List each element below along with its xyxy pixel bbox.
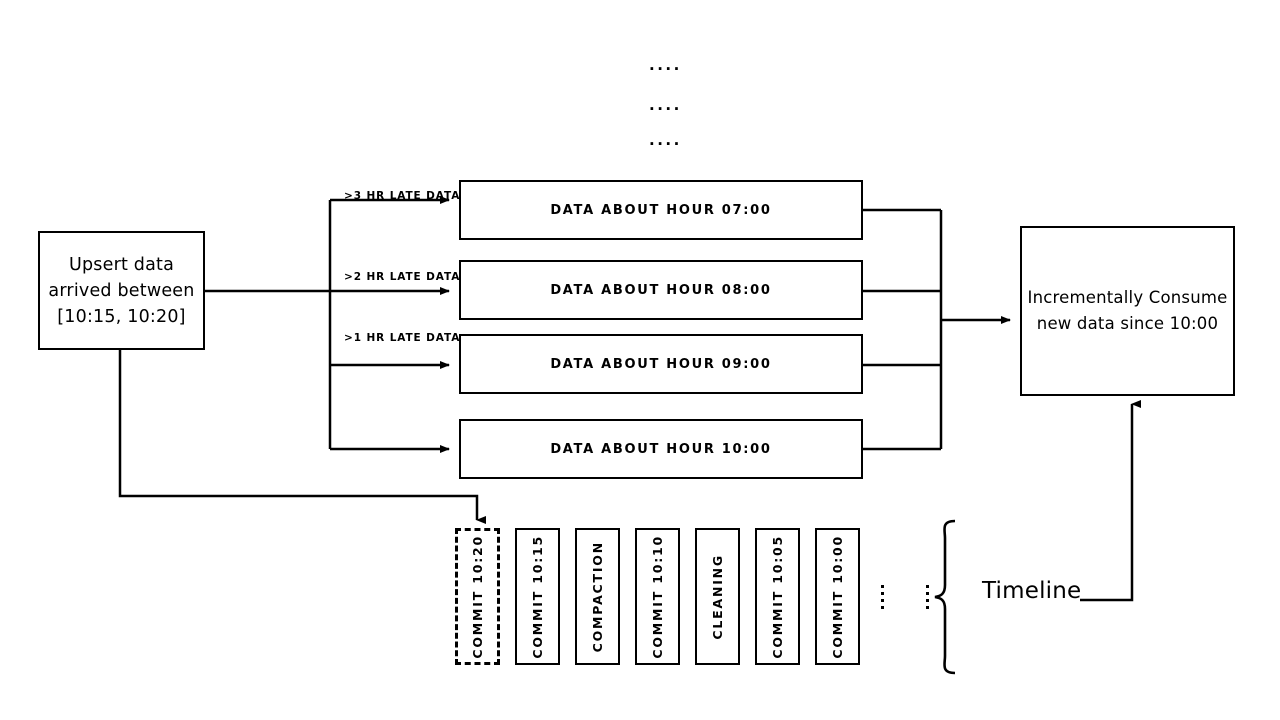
data-box-label: DATA ABOUT HOUR 08:00 bbox=[550, 282, 772, 298]
data-box-hour-10[interactable]: DATA ABOUT HOUR 10:00 bbox=[459, 419, 863, 479]
dot bbox=[881, 599, 884, 602]
commit-box-label: COMMIT 10:20 bbox=[470, 534, 485, 659]
timeline-label: Timeline bbox=[982, 578, 1082, 604]
ellipsis-dots-row-0: .... bbox=[649, 56, 682, 74]
dot bbox=[926, 585, 929, 588]
data-box-hour-08[interactable]: DATA ABOUT HOUR 08:00 bbox=[459, 260, 863, 320]
data-box-label: DATA ABOUT HOUR 09:00 bbox=[550, 356, 772, 372]
timeline-brace bbox=[934, 519, 956, 675]
dot bbox=[926, 592, 929, 595]
timeline-compaction[interactable]: COMPACTION bbox=[575, 528, 620, 665]
arrow-label-2hr-late: >2 HR LATE DATA bbox=[344, 271, 461, 283]
ellipsis-dots-row-1: .... bbox=[649, 96, 682, 114]
commit-box-label: COMMIT 10:10 bbox=[650, 534, 665, 659]
commit-box-label: COMMIT 10:05 bbox=[770, 534, 785, 659]
dot bbox=[926, 599, 929, 602]
commit-box-label: CLEANING bbox=[710, 553, 725, 640]
edge-source-to-new-commit bbox=[118, 350, 486, 524]
ellipsis-dots-row-2: .... bbox=[649, 131, 682, 149]
commit-box-label: COMMIT 10:15 bbox=[530, 534, 545, 659]
timeline-ellipsis-2 bbox=[926, 585, 929, 609]
data-box-hour-09[interactable]: DATA ABOUT HOUR 09:00 bbox=[459, 334, 863, 394]
consume-line-0: Incrementally Consume bbox=[1027, 288, 1228, 307]
timeline-commit-10-20[interactable]: COMMIT 10:20 bbox=[455, 528, 500, 665]
timeline-cleaning[interactable]: CLEANING bbox=[695, 528, 740, 665]
timeline-ellipsis-1 bbox=[881, 585, 884, 609]
timeline-commit-10-00[interactable]: COMMIT 10:00 bbox=[815, 528, 860, 665]
dot bbox=[881, 606, 884, 609]
dot bbox=[881, 585, 884, 588]
upsert-source-box[interactable]: Upsert data arrived between [10:15, 10:2… bbox=[38, 231, 205, 350]
data-box-label: DATA ABOUT HOUR 07:00 bbox=[550, 202, 772, 218]
arrow-label-3hr-late: >3 HR LATE DATA bbox=[344, 190, 461, 202]
commit-box-label: COMPACTION bbox=[590, 540, 605, 653]
upsert-line-0: Upsert data bbox=[68, 254, 175, 275]
data-box-hour-07[interactable]: DATA ABOUT HOUR 07:00 bbox=[459, 180, 863, 240]
arrow-label-1hr-late: >1 HR LATE DATA bbox=[344, 332, 461, 344]
incremental-consume-box[interactable]: Incrementally Consume new data since 10:… bbox=[1020, 226, 1235, 396]
upsert-line-1: arrived between bbox=[48, 280, 195, 301]
upsert-line-2: [10:15, 10:20] bbox=[57, 306, 186, 327]
consume-line-1: new data since 10:00 bbox=[1036, 314, 1219, 333]
timeline-commit-10-15[interactable]: COMMIT 10:15 bbox=[515, 528, 560, 665]
timeline-commit-10-05[interactable]: COMMIT 10:05 bbox=[755, 528, 800, 665]
data-box-label: DATA ABOUT HOUR 10:00 bbox=[550, 441, 772, 457]
commit-box-label: COMMIT 10:00 bbox=[830, 534, 845, 659]
timeline-commit-10-10[interactable]: COMMIT 10:10 bbox=[635, 528, 680, 665]
edge-timeline-to-sink bbox=[1080, 400, 1141, 602]
dot bbox=[926, 606, 929, 609]
dot bbox=[881, 592, 884, 595]
